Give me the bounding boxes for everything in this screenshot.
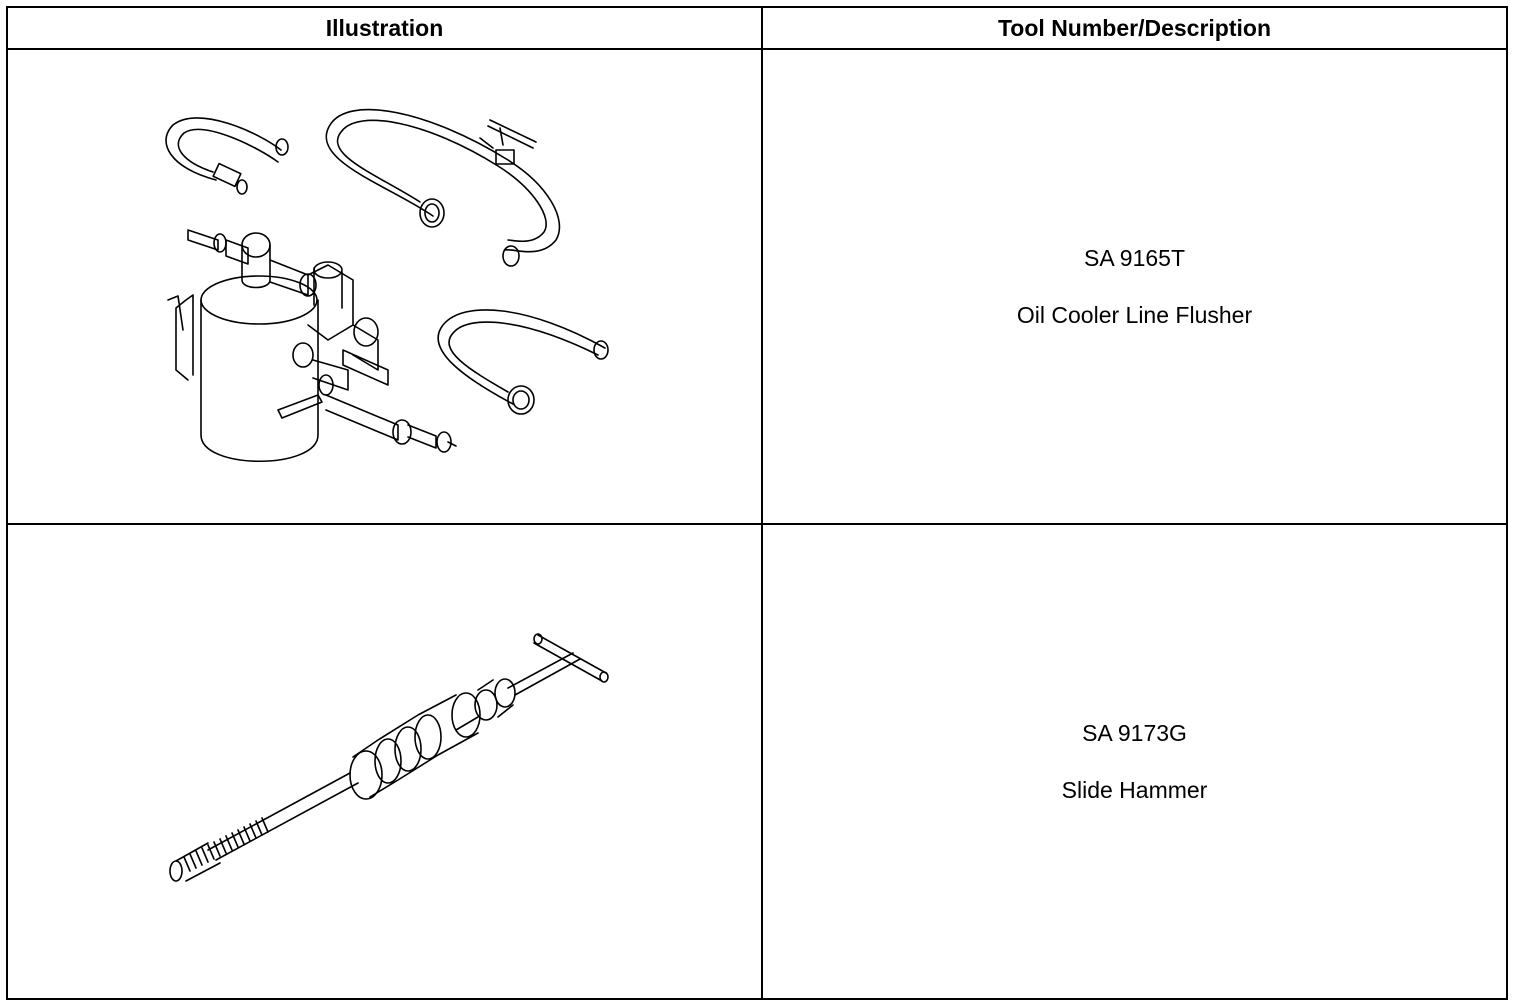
table-header-row: Illustration Tool Number/Description xyxy=(6,6,1508,50)
table-row: SA 9173G Slide Hammer xyxy=(6,523,1508,1000)
header-tool-number-description: Tool Number/Description xyxy=(761,6,1508,50)
tool-description: Oil Cooler Line Flusher xyxy=(1016,301,1253,328)
tool-number: SA 9165T xyxy=(1083,244,1186,271)
tool-description-cell: SA 9173G Slide Hammer xyxy=(761,523,1508,1000)
tool-table: Illustration Tool Number/Description xyxy=(6,6,1508,1000)
slide-hammer-illustration xyxy=(169,633,609,882)
oil-cooler-line-flusher-illustration xyxy=(165,108,609,463)
table-row: SA 9165T Oil Cooler Line Flusher xyxy=(6,48,1508,525)
tool-description: Slide Hammer xyxy=(1061,776,1208,803)
tool-description-cell: SA 9165T Oil Cooler Line Flusher xyxy=(761,48,1508,525)
tool-number: SA 9173G xyxy=(1082,719,1187,746)
illustration-cell xyxy=(6,48,763,525)
header-illustration: Illustration xyxy=(6,6,763,50)
illustration-cell xyxy=(6,523,763,1000)
